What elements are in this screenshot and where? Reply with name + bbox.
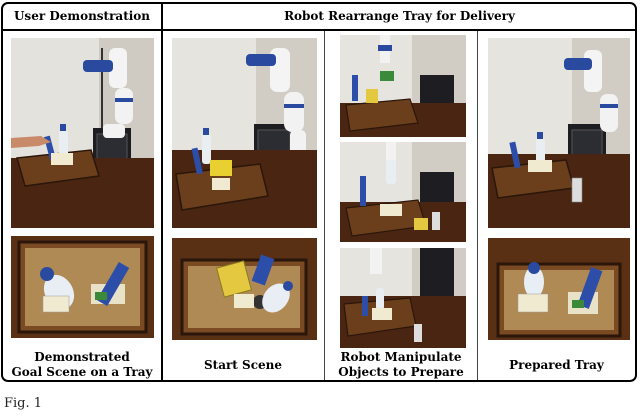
caption-col1-line2: Goal Scene on a Tray: [11, 365, 153, 379]
photo-start-tray: [172, 238, 317, 340]
caption-robot-manipulate: Robot Manipulate Objects to Prepare Tray: [325, 350, 477, 380]
header-user-demonstration: User Demonstration: [13, 9, 151, 23]
caption-start-scene: Start Scene: [204, 358, 282, 372]
caption-col3-line2: Objects to Prepare Tray: [338, 365, 464, 379]
photo-prepared-tray: [488, 238, 630, 340]
header-row: User Demonstration Robot Rearrange Tray …: [3, 4, 635, 31]
divider-col2-col3: [324, 31, 325, 380]
divider-col3-col4: [477, 31, 478, 380]
caption-prepared-tray: Prepared Tray: [509, 358, 604, 372]
photo-prepared-scene: [488, 38, 630, 228]
header-robot-rearrange: Robot Rearrange Tray for Delivery: [284, 9, 515, 23]
caption-demonstrated-goal: Demonstrated Goal Scene on a Tray: [3, 350, 161, 380]
figure-frame: User Demonstration Robot Rearrange Tray …: [1, 2, 637, 382]
photo-demo-scene: [11, 38, 154, 228]
photo-demo-goal-tray: [11, 236, 154, 338]
caption-col3-line1: Robot Manipulate: [340, 350, 462, 364]
divider-main: [161, 4, 163, 380]
caption-col1-line1: Demonstrated: [34, 350, 130, 364]
photo-manipulate-step-2: [340, 142, 466, 242]
photo-manipulate-step-1: [340, 35, 466, 137]
photo-start-scene: [172, 38, 317, 228]
figure-label: Fig. 1: [4, 396, 43, 411]
photo-manipulate-step-3: [340, 248, 466, 348]
